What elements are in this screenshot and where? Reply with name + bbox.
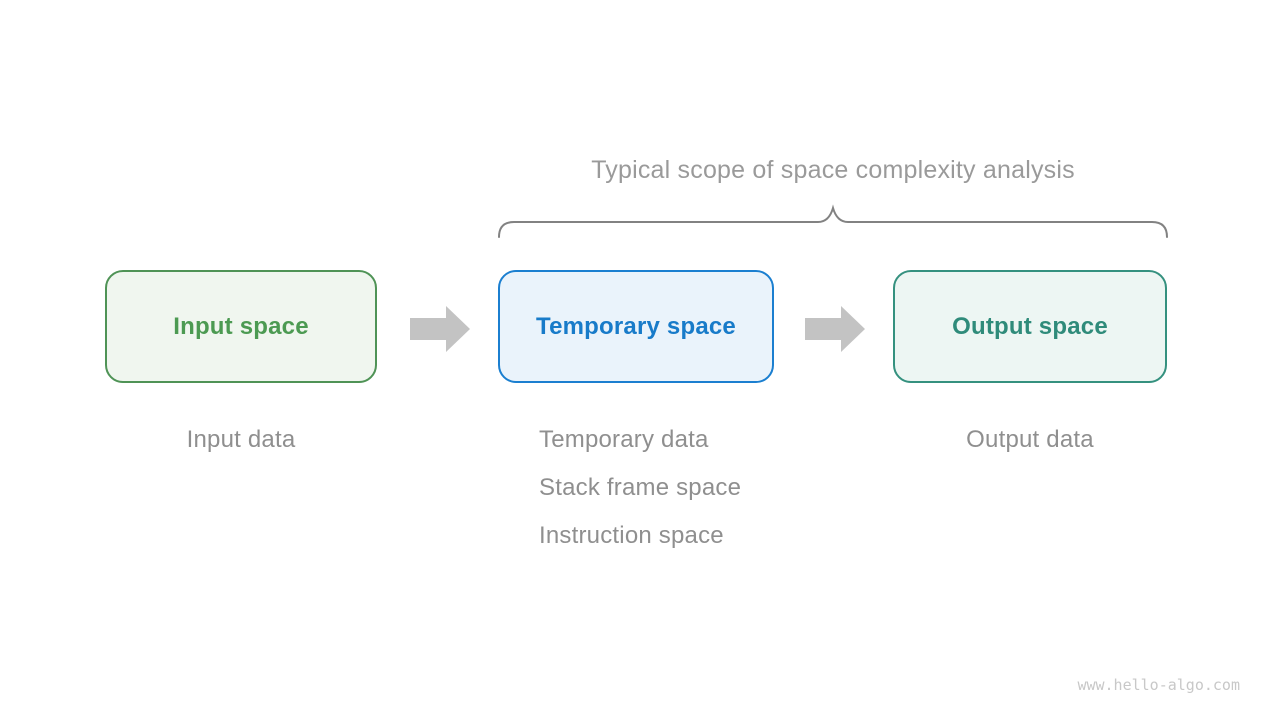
temporary-caption-line: Temporary data: [539, 426, 709, 453]
temporary-space-box: Temporary space: [498, 270, 774, 383]
output-caption: Output data: [966, 426, 1094, 453]
output-space-box: Output space: [893, 270, 1167, 383]
temporary-caption-line: Stack frame space: [539, 474, 742, 501]
arrow-right-icon: [805, 306, 865, 352]
temporary-caption-list: Temporary data Stack frame space Instruc…: [539, 416, 741, 560]
arrow-right-icon: [410, 306, 470, 352]
diagram-title: Typical scope of space complexity analys…: [591, 156, 1075, 184]
watermark: www.hello-algo.com: [1077, 676, 1240, 694]
curly-brace: [498, 204, 1168, 238]
temporary-caption-line: Instruction space: [539, 522, 724, 549]
input-caption: Input data: [186, 426, 296, 453]
temporary-space-label: Temporary space: [536, 312, 736, 340]
input-space-label: Input space: [173, 312, 309, 340]
input-space-box: Input space: [105, 270, 377, 383]
output-space-label: Output space: [952, 312, 1108, 340]
